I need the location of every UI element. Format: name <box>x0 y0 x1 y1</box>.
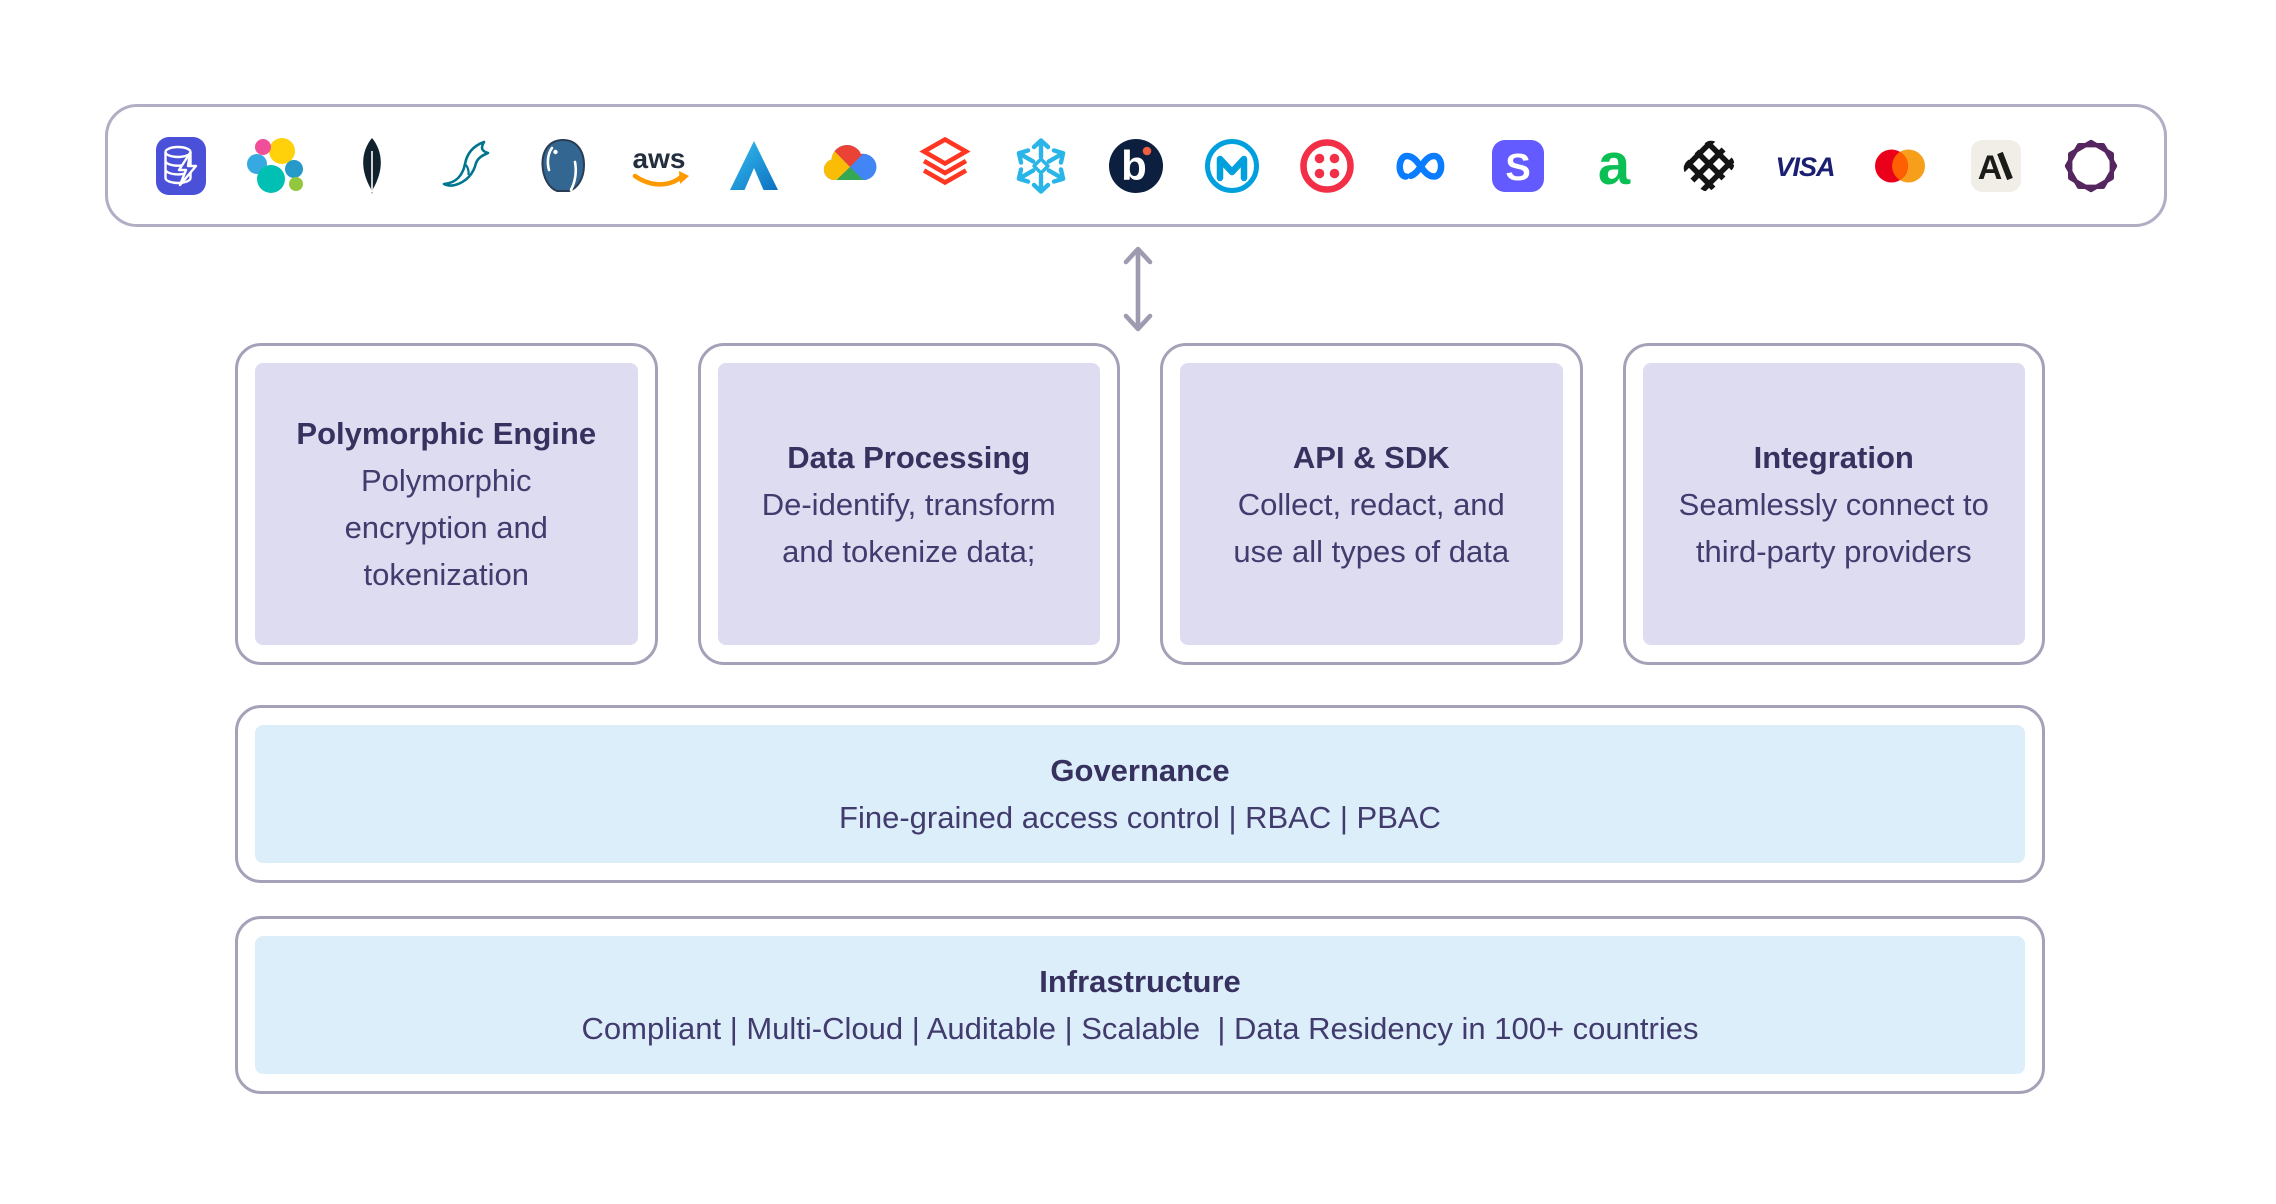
postgresql-icon <box>530 133 596 199</box>
microsoft-azure-icon <box>721 133 787 199</box>
card-polymorphic-engine: Polymorphic Engine Polymorphic encryptio… <box>235 343 658 665</box>
aws-icon: aws <box>626 133 692 199</box>
meta-icon <box>1390 133 1456 199</box>
plaid-icon <box>1676 133 1742 199</box>
openai-icon <box>2058 133 2124 199</box>
bidirectional-arrow-icon <box>1114 241 1162 337</box>
card-integration: Integration Seamlessly connect to third-… <box>1622 343 2045 665</box>
mastercard-icon <box>1867 133 1933 199</box>
card-description: De-identify, transform and tokenize data… <box>761 486 1056 569</box>
adyen-icon: a <box>1581 133 1647 199</box>
infrastructure-band: Infrastructure Compliant | Multi-Cloud |… <box>235 916 2045 1094</box>
database-icon <box>148 133 214 199</box>
twilio-icon <box>1294 133 1360 199</box>
svg-text:aws: aws <box>632 143 685 174</box>
card-api-sdk: API & SDK Collect, redact, and use all t… <box>1160 343 1583 665</box>
svg-text:S: S <box>1505 147 1530 189</box>
card-title: API & SDK <box>1292 439 1450 475</box>
stripe-icon: S <box>1485 133 1551 199</box>
card-description: Collect, redact, and use all types of da… <box>1233 486 1510 569</box>
infrastructure-title: Infrastructure <box>1039 964 1241 999</box>
governance-band: Governance Fine-grained access control |… <box>235 705 2045 883</box>
svg-text:b: b <box>1121 142 1147 189</box>
card-title: Integration <box>1753 439 1914 475</box>
visa-icon: VISA <box>1772 133 1838 199</box>
snowflake-icon <box>1008 133 1074 199</box>
google-cloud-icon <box>817 133 883 199</box>
card-data-processing: Data Processing De-identify, transform a… <box>697 343 1120 665</box>
mysql-icon <box>435 133 501 199</box>
governance-subtitle: Fine-grained access control | RBAC | PBA… <box>839 800 1441 835</box>
infrastructure-subtitle: Compliant | Multi-Cloud | Auditable | Sc… <box>581 1011 1699 1046</box>
databricks-icon <box>912 133 978 199</box>
card-description: Polymorphic encryption and tokenization <box>344 463 548 592</box>
providers-logo-bar: aws <box>105 104 2167 227</box>
mongodb-icon <box>339 133 405 199</box>
capability-cards-row: Polymorphic Engine Polymorphic encryptio… <box>235 343 2045 665</box>
anthropic-icon: A <box>1963 133 2029 199</box>
governance-title: Governance <box>1050 753 1230 788</box>
braze-icon: b <box>1103 133 1169 199</box>
svg-text:VISA: VISA <box>1775 152 1834 182</box>
card-title: Data Processing <box>787 439 1031 475</box>
card-title: Polymorphic Engine <box>296 416 597 451</box>
svg-text:a: a <box>1597 133 1630 197</box>
elastic-icon <box>244 133 310 199</box>
card-description: Seamlessly connect to third-party provid… <box>1678 486 1989 569</box>
mulesoft-icon <box>1199 133 1265 199</box>
